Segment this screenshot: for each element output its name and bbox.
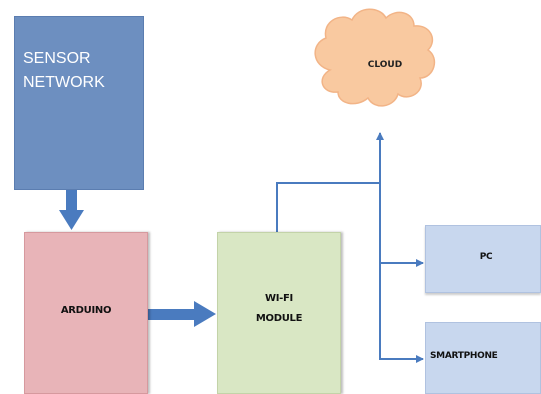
- sensor-network-label: SENSOR NETWORK: [23, 50, 105, 91]
- arduino-label: ARDUINO: [60, 305, 112, 316]
- smartphone-label: SMARTPHONE: [430, 351, 498, 361]
- cloud-shape: [314, 8, 436, 107]
- cloud-label: CLOUD: [367, 60, 403, 70]
- connector-wifi-to-junction: [276, 182, 380, 232]
- arduino-box: ARDUINO: [24, 232, 148, 394]
- wifi-module-box: WI-FI MODULE: [217, 232, 341, 394]
- arrow-sensor-to-arduino: [59, 190, 84, 230]
- arrow-arduino-to-wifi: [148, 301, 216, 327]
- wifi-module-label: WI-FI MODULE: [255, 293, 303, 324]
- pc-box: PC: [425, 225, 541, 293]
- sensor-network-box: SENSOR NETWORK: [14, 16, 144, 190]
- smartphone-box: SMARTPHONE: [425, 322, 541, 394]
- pc-label: PC: [479, 252, 493, 262]
